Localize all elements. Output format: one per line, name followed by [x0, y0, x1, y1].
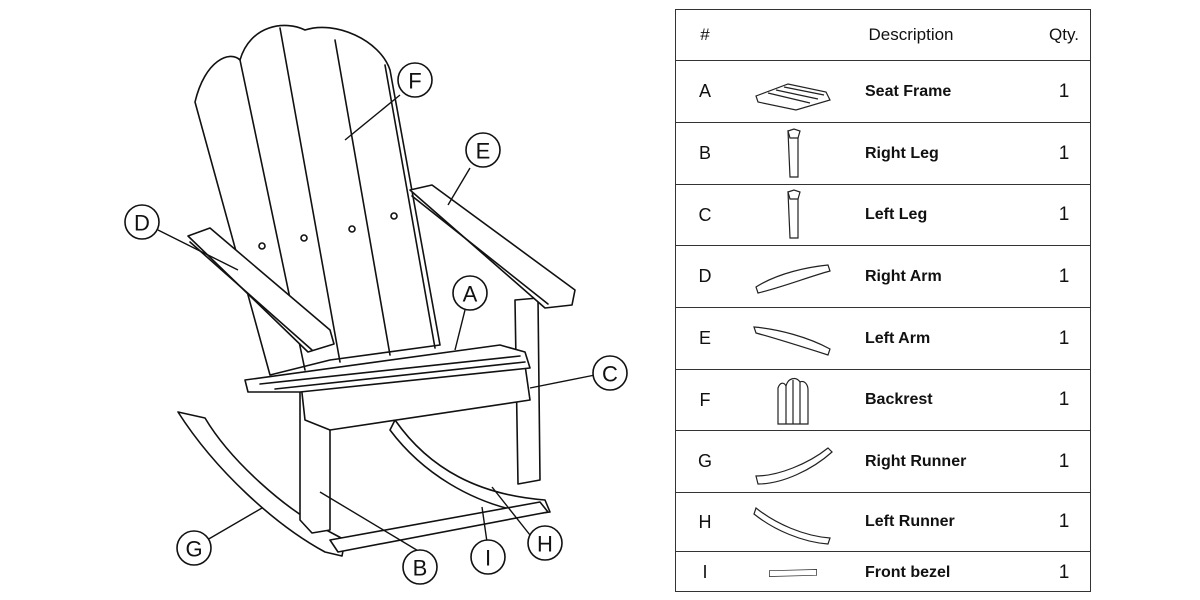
part-letter: D	[698, 266, 712, 286]
part-letter: B	[698, 143, 711, 163]
parts-list-table: # Description Qty. A Seat Frame 1 B Righ…	[675, 9, 1091, 592]
left-arm-icon	[738, 308, 848, 369]
part-letter: E	[698, 328, 711, 348]
table-header-row: # Description Qty.	[676, 10, 1090, 61]
part-description: Left Runner	[865, 513, 955, 530]
backrest-icon	[738, 370, 848, 430]
part-letter: H	[698, 511, 712, 532]
callout-h-label: H	[537, 532, 553, 557]
table-row: D Right Arm 1	[676, 246, 1090, 308]
callout-f-label: F	[408, 69, 421, 94]
front-bezel-shape	[329, 501, 549, 553]
part-letter: A	[698, 81, 711, 101]
part-description: Left Leg	[865, 206, 928, 223]
part-letter: F	[699, 389, 711, 410]
left-leg-icon	[738, 185, 848, 245]
callout-a-label: A	[463, 282, 478, 307]
callout-h-circle	[527, 525, 563, 561]
part-letter: I	[702, 562, 708, 582]
table-row: F Backrest 1	[676, 370, 1090, 431]
left-runner-icon	[738, 493, 848, 551]
part-description: Right Runner	[865, 452, 967, 470]
right-arm-icon	[738, 246, 848, 307]
part-qty: 1	[1058, 265, 1070, 287]
arm-e-shape	[409, 184, 576, 309]
callout-g-label: G	[185, 537, 202, 562]
callout-i-label: I	[485, 546, 491, 571]
callout-a-circle	[452, 275, 488, 311]
part-qty: 1	[1058, 204, 1070, 225]
table-row: A Seat Frame 1	[676, 61, 1090, 123]
part-description: Left Arm	[865, 329, 931, 347]
table-row: I Front bezel 1	[676, 552, 1090, 593]
part-description: Right Leg	[865, 144, 939, 162]
table-row: G Right Runner 1	[676, 431, 1090, 493]
right-leg-icon	[738, 123, 848, 184]
part-description: Right Arm	[865, 267, 942, 285]
callout-e-label: E	[476, 139, 491, 164]
callout-d-label: D	[134, 211, 150, 236]
table-row: H Left Runner 1	[676, 493, 1090, 552]
callout-b-label: B	[413, 556, 428, 581]
callout-c-label: C	[602, 362, 618, 387]
part-qty: 1	[1058, 511, 1070, 532]
callout-f-circle	[397, 62, 433, 98]
part-qty: 1	[1058, 80, 1070, 102]
part-letter: G	[697, 451, 712, 471]
part-qty: 1	[1058, 561, 1070, 583]
callout-b-circle	[402, 549, 438, 585]
seat-frame-icon	[738, 61, 848, 122]
front-bezel-icon	[738, 552, 848, 593]
table-row: E Left Arm 1	[676, 308, 1090, 370]
part-qty: 1	[1058, 389, 1070, 410]
header-number: #	[700, 25, 710, 44]
part-letter: C	[698, 204, 712, 225]
part-description: Front bezel	[865, 563, 951, 581]
part-description: Seat Frame	[865, 82, 952, 100]
part-qty: 1	[1058, 450, 1070, 472]
header-qty: Qty.	[1049, 25, 1079, 44]
callout-d-circle	[124, 204, 160, 240]
part-qty: 1	[1058, 327, 1070, 349]
rocking-chair-diagram: A B C D E F G H I	[124, 24, 628, 585]
callout-c-circle	[592, 355, 628, 391]
part-description: Backrest	[865, 391, 933, 408]
callout-i-circle	[470, 539, 506, 575]
arm-d-shape	[187, 227, 335, 353]
right-runner-icon	[738, 431, 848, 492]
callout-e-circle	[465, 132, 501, 168]
callout-g-circle	[176, 530, 212, 566]
table-row: B Right Leg 1	[676, 123, 1090, 185]
header-description: Description	[868, 25, 954, 44]
seat-frame-shape	[244, 344, 531, 393]
table-row: C Left Leg 1	[676, 185, 1090, 246]
part-qty: 1	[1058, 142, 1070, 164]
